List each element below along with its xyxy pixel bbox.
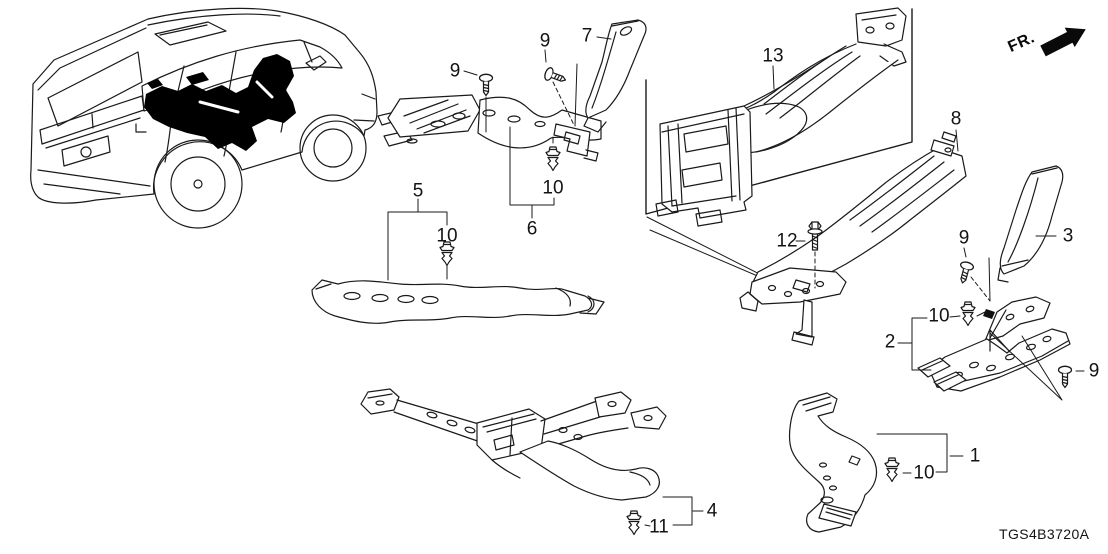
- callout-part-3: 3: [1062, 225, 1074, 247]
- callout-fastener-11: 11: [649, 516, 669, 538]
- callout-part-1: 1: [969, 445, 981, 467]
- part-4-duct-drawing: [360, 388, 667, 501]
- diagram-part-code: TGS4B3720A: [999, 526, 1090, 542]
- callout-fastener-9-d: 9: [1088, 360, 1100, 382]
- part-1-duct-drawing: [789, 392, 878, 533]
- callout-part-4: 4: [706, 500, 718, 522]
- push-clip-icon: [884, 457, 900, 483]
- suv-rear-three-quarter-illustration: [30, 7, 378, 229]
- part-2-duct-drawing: [917, 296, 1071, 392]
- front-direction-arrow-icon: [1040, 27, 1086, 57]
- part-5-duct-drawing: [311, 279, 605, 324]
- callout-fastener-10-c: 10: [928, 305, 950, 327]
- callout-part-8: 8: [950, 108, 962, 130]
- callout-fastener-12: 12: [776, 230, 798, 252]
- callout-part-6: 6: [526, 218, 538, 240]
- part-13-duct-drawing: [655, 7, 907, 227]
- part-8-duct-drawing: [739, 131, 967, 346]
- callout-fastener-10-d: 10: [913, 462, 935, 484]
- tapping-screw-icon: [955, 260, 975, 286]
- callout-fastener-10-a: 10: [436, 225, 458, 247]
- callout-part-13: 13: [762, 45, 784, 67]
- push-clip-icon: [545, 146, 561, 172]
- callout-fastener-10-b: 10: [542, 177, 564, 199]
- installed-duct-silhouette: [144, 54, 296, 151]
- callout-part-7: 7: [581, 25, 593, 47]
- push-clip-icon: [626, 510, 642, 536]
- callout-fastener-9-b: 9: [539, 30, 551, 52]
- tapping-screw-icon: [542, 66, 569, 87]
- part-6-duct-drawing: [377, 94, 602, 162]
- tapping-screw-icon: [478, 73, 494, 97]
- callout-part-2: 2: [884, 331, 896, 353]
- part-7-duct-drawing: [583, 19, 647, 133]
- part-3-duct-drawing: [997, 165, 1064, 283]
- callout-fastener-9-a: 9: [449, 60, 461, 82]
- push-clip-icon: [960, 301, 976, 327]
- tapping-screw-icon: [1057, 365, 1073, 389]
- leader-lines: [387, 36, 1085, 527]
- callout-part-5: 5: [412, 180, 424, 202]
- callout-fastener-9-c: 9: [958, 227, 970, 249]
